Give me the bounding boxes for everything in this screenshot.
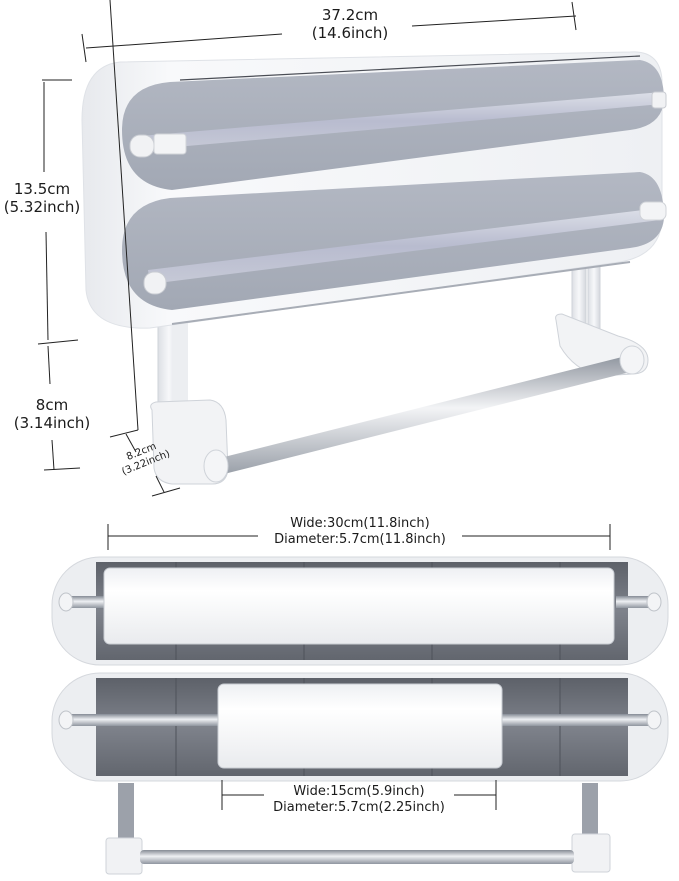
small-roll-size-label: Wide:15cm(5.9inch) Diameter:5.7cm(2.25in… — [273, 784, 445, 815]
product-photo-front: 37.2cm (14.6inch) 13.5cm (5.32inch) 8cm … — [3, 0, 667, 497]
dispenser-interior-illustration — [51, 524, 669, 875]
overall-width-label: 37.2cm (14.6inch) — [311, 6, 389, 42]
lower-height-label: 8cm (3.14inch) — [13, 396, 91, 432]
large-roll-size-label: Wide:30cm(11.8inch) Diameter:5.7cm(11.8i… — [274, 516, 446, 547]
dimension-lines — [37, 0, 577, 497]
dispenser-front-illustration — [37, 0, 667, 497]
upper-height-label: 13.5cm (5.32inch) — [3, 180, 81, 216]
product-photo-interior: Wide:30cm(11.8inch) Diameter:5.7cm(11.8i… — [0, 500, 679, 881]
